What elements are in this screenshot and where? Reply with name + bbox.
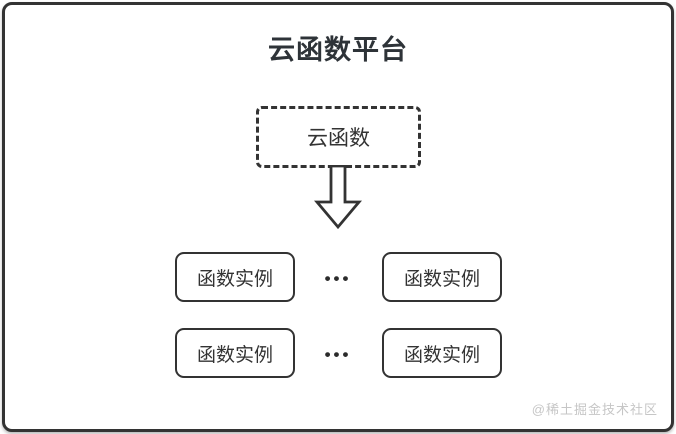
function-instance-box: 函数实例	[175, 252, 295, 302]
watermark: @稀土掘金技术社区	[531, 402, 658, 417]
function-instance-label: 函数实例	[403, 268, 480, 290]
function-instance-label: 函数实例	[196, 268, 273, 290]
function-instance-label: 函数实例	[196, 344, 273, 366]
function-instance-label: 函数实例	[403, 344, 480, 366]
function-instance-box: 函数实例	[382, 328, 502, 378]
ellipsis-row1: •••	[324, 269, 352, 288]
function-instance-box: 函数实例	[175, 328, 295, 378]
diagram-title: 云函数平台	[268, 35, 408, 65]
function-instance-box: 函数实例	[382, 252, 502, 302]
ellipsis-row2: •••	[324, 345, 352, 364]
down-arrow-icon	[313, 164, 363, 231]
cloud-function-box: 云函数	[256, 106, 421, 168]
cloud-function-label: 云函数	[307, 127, 370, 150]
